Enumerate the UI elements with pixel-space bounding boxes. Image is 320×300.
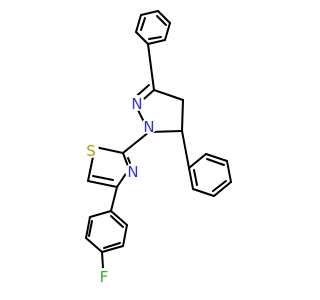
bond xyxy=(205,153,228,162)
structure-svg: N N S N F xyxy=(83,10,232,286)
molecule-diagram: N N S N F xyxy=(83,10,232,286)
bond xyxy=(122,224,128,247)
bond xyxy=(153,89,184,101)
bond xyxy=(135,31,149,45)
bond xyxy=(140,10,159,16)
atom-symbol-nitrogen-imine: N xyxy=(131,95,142,113)
bond xyxy=(188,167,194,190)
bond xyxy=(101,245,124,253)
bond xyxy=(110,215,124,228)
bond xyxy=(110,186,118,212)
bond-layer xyxy=(85,10,232,269)
bond xyxy=(135,14,142,33)
bond xyxy=(148,130,183,133)
bond xyxy=(164,22,171,41)
bond xyxy=(101,251,104,269)
bond xyxy=(206,158,225,166)
bond xyxy=(226,160,232,183)
bond xyxy=(156,15,167,26)
atom-nitrogen-imine: N xyxy=(129,95,145,113)
atom-symbol-nitrogen-amine: N xyxy=(143,118,154,136)
bond xyxy=(85,237,103,253)
atom-sulfur: S xyxy=(83,142,99,160)
bond xyxy=(88,220,93,237)
bond xyxy=(212,180,227,192)
bond xyxy=(147,43,155,91)
atom-nitrogen-amine: N xyxy=(141,118,157,136)
atom-fluorine: F xyxy=(96,268,112,286)
bond xyxy=(181,130,190,169)
bond xyxy=(92,175,114,181)
atom-nitrogen-thiazole: N xyxy=(125,163,141,181)
bond xyxy=(147,39,166,45)
bond xyxy=(87,180,118,188)
bond xyxy=(94,146,124,154)
bond xyxy=(193,169,198,186)
atom-symbol-fluorine: F xyxy=(100,268,109,286)
bond xyxy=(85,216,91,239)
atom-symbol-sulfur: S xyxy=(86,142,96,160)
bond xyxy=(122,131,150,154)
bond xyxy=(157,10,171,24)
bond xyxy=(89,210,112,218)
bond xyxy=(148,36,162,40)
bond xyxy=(140,17,146,31)
bond xyxy=(103,242,121,249)
atom-label-layer: N N S N F xyxy=(83,95,157,286)
bond xyxy=(181,99,184,132)
bond xyxy=(110,210,128,226)
atom-symbol-nitrogen-thiazole: N xyxy=(127,163,138,181)
bond xyxy=(213,181,232,197)
bond xyxy=(188,153,207,169)
bond xyxy=(192,188,215,197)
